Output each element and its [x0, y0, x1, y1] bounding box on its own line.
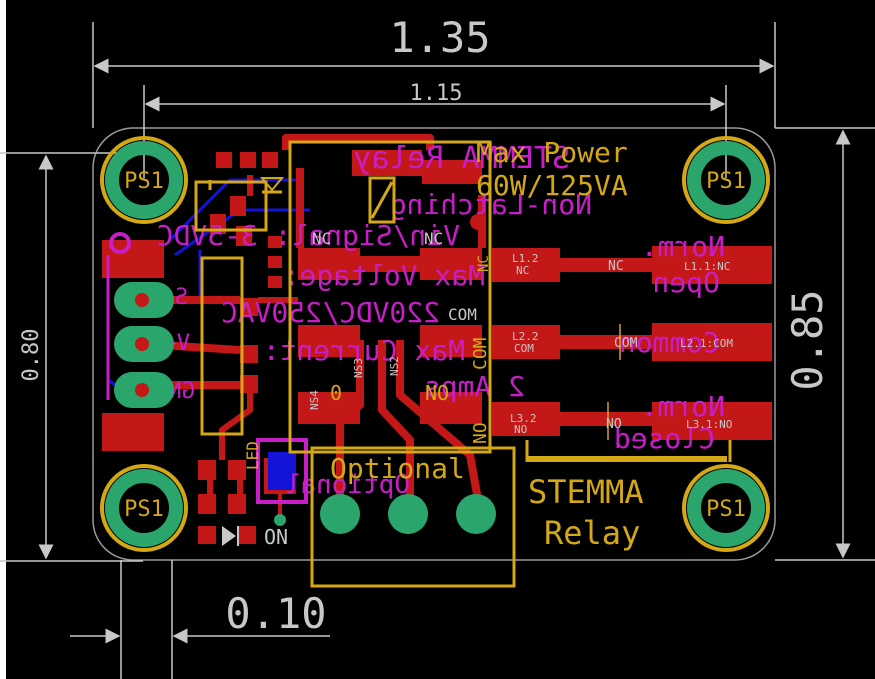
nc-top-label-2: NC: [424, 229, 443, 248]
mounting-hole-bottom-right: PS1: [682, 464, 770, 552]
bottom-optional: Optional: [285, 470, 410, 500]
pad-label-ns2: NS2: [388, 356, 401, 376]
bottom-norm-open-1: Norm.: [641, 230, 725, 263]
on-label: ON: [264, 525, 288, 549]
dimension-height-inner: 0.80: [19, 329, 44, 382]
top-silk-outlines: [194, 140, 732, 588]
pad-label-ns4: NS4: [308, 390, 321, 410]
mounting-holes: PS1 PS1 PS1 PS1: [100, 136, 770, 552]
mounting-hole-label-bl: PS1: [124, 497, 164, 522]
bottom-voltage-value: 220VDC/250VAC: [221, 296, 440, 329]
max-power-line1: Max Power: [476, 136, 628, 169]
mounting-hole-label-br: PS1: [706, 497, 746, 522]
bottom-norm-closed-2: Closed: [614, 422, 715, 455]
top-copper: [102, 150, 772, 544]
pad-label-l31: L3.1:NO: [686, 418, 732, 431]
bottom-silk-text: STEMMA Relay Non-Latching Vin/Signal: 3-…: [148, 141, 725, 500]
nc-top-label: NC: [312, 229, 331, 248]
pad-label-l32: L3.2: [510, 412, 537, 425]
optional-label: Optional: [330, 452, 465, 485]
bottom-vin-signal: Vin/Signal: 3-5VDC: [157, 219, 460, 252]
pad-label-l12: L1.2: [512, 252, 539, 265]
mounting-hole-top-left: PS1: [100, 136, 188, 224]
bottom-common: Common: [619, 326, 720, 359]
pad-label-nc-trace: NC: [608, 259, 624, 274]
pad-label-l22-sub: COM: [514, 342, 534, 355]
stemma-line1: STEMMA: [528, 473, 644, 511]
zero-label: 0: [330, 381, 342, 405]
mounting-hole-bottom-left: PS1: [100, 464, 188, 552]
bottom-max-voltage: Max Voltage:: [283, 259, 485, 292]
bottom-max-current: Max Current:: [263, 334, 465, 367]
dimension-width-inner: 1.15: [410, 81, 463, 106]
bottom-norm-closed-1: Norm.: [641, 390, 725, 423]
dimension-width-outer: 1.35: [389, 13, 490, 62]
com-top-label: COM: [448, 305, 477, 324]
mounting-hole-label-tl: PS1: [124, 169, 164, 194]
top-copper-traces: [159, 134, 486, 520]
pad-label-no-trace: NO: [606, 417, 622, 432]
bottom-title: STEMMA Relay: [353, 141, 570, 176]
pad-label-l22: L2.2: [512, 330, 539, 343]
dimension-pitch: 0.10: [225, 589, 326, 638]
com-vertical-label: COM: [470, 337, 491, 370]
header-pads: [114, 282, 496, 534]
board-outline: [92, 127, 776, 561]
bottom-current-value: 2 Amps: [424, 370, 525, 403]
mounting-hole-top-right: PS1: [682, 136, 770, 224]
no-top-label: NO: [425, 381, 449, 405]
bottom-silk: [106, 232, 308, 504]
pad-label-ns3: NS3: [352, 358, 365, 378]
nc-vertical-label: NC: [476, 255, 492, 272]
pad-label-l21: L2.1:COM: [680, 337, 733, 350]
led-diode-symbol: [222, 526, 236, 546]
pad-label-l12-sub: NC: [516, 264, 529, 277]
max-power-line2: 60W/125VA: [476, 169, 628, 202]
led-label: LED: [243, 441, 262, 470]
no-vertical-label: NO: [470, 422, 491, 444]
bottom-norm-open-2: Open: [653, 266, 720, 299]
pad-label-l32-sub: NO: [514, 423, 527, 436]
top-silk-text: Max Power 60W/125VA STEMMA Relay Optiona…: [243, 136, 644, 552]
relay-pin1-dot: [470, 214, 486, 230]
pad-label-l11: L1.1:NC: [684, 260, 730, 273]
dimension-height-outer: 0.85: [783, 289, 832, 390]
mounting-hole-label-tr: PS1: [706, 169, 746, 194]
pad-label-com-trace: COM: [614, 336, 638, 351]
stemma-line2: Relay: [544, 514, 640, 552]
